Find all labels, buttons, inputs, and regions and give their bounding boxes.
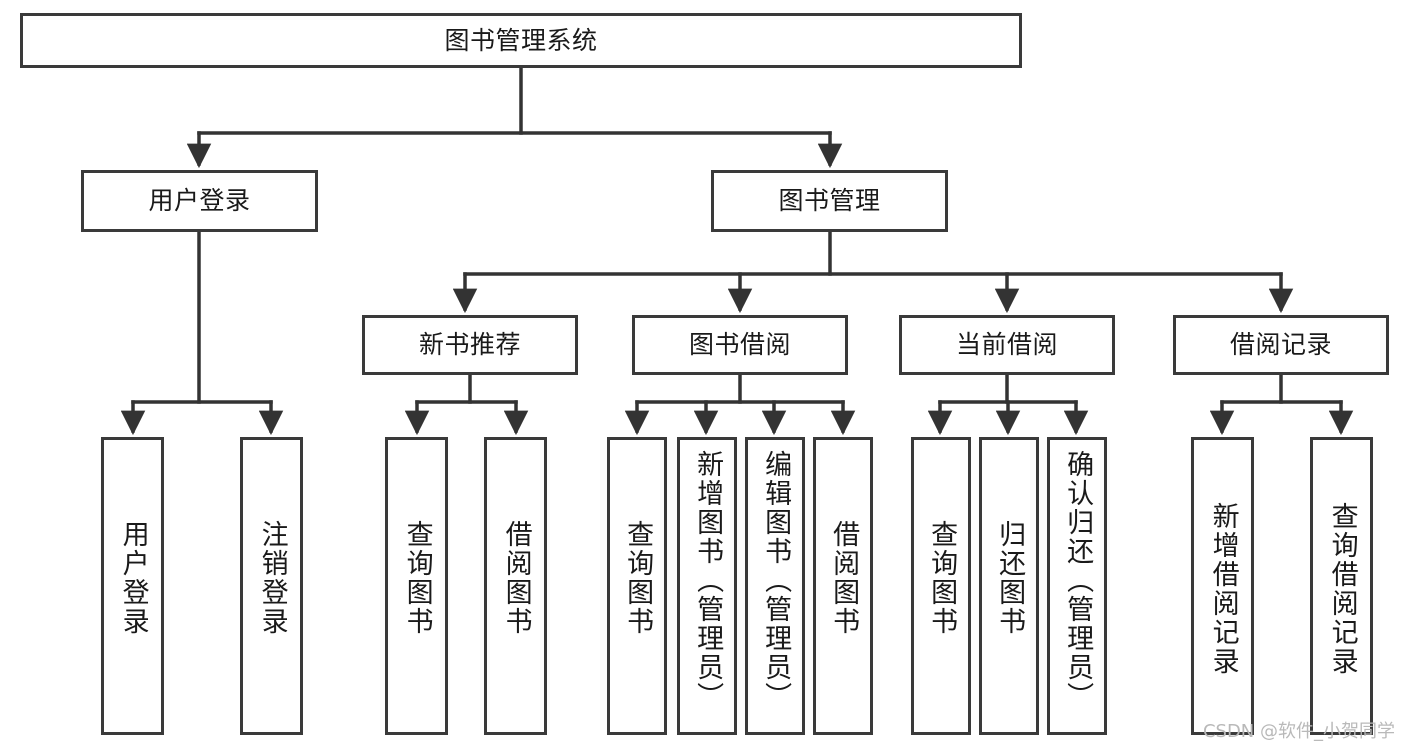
csdn-watermark: CSDN @软件_小贺同学 [1202, 721, 1395, 742]
node-leaf-borrow-book-recommend-label: 借阅图书 [500, 520, 532, 636]
node-leaf-confirm-return-admin[interactable]: 确认归还（管理员） [1047, 437, 1107, 735]
node-leaf-query-book-borrow[interactable]: 查询图书 [607, 437, 667, 735]
node-leaf-query-book-recommend-label: 查询图书 [401, 520, 433, 636]
node-leaf-user-login[interactable]: 用户登录 [101, 437, 164, 735]
node-leaf-query-book-current-label: 查询图书 [926, 520, 958, 636]
node-leaf-borrow-book-label: 借阅图书 [828, 520, 860, 636]
node-leaf-edit-book-admin-label: 编辑图书（管理员） [760, 450, 792, 711]
node-borrow-record-label: 借阅记录 [1229, 330, 1332, 360]
node-leaf-logout[interactable]: 注销登录 [240, 437, 303, 735]
node-new-book-recommend[interactable]: 新书推荐 [362, 315, 578, 375]
node-leaf-add-book-admin[interactable]: 新增图书（管理员） [677, 437, 737, 735]
node-leaf-logout-label: 注销登录 [256, 520, 288, 636]
node-leaf-confirm-return-admin-label: 确认归还（管理员） [1062, 450, 1094, 711]
node-borrow-record[interactable]: 借阅记录 [1173, 315, 1389, 375]
node-new-book-recommend-label: 新书推荐 [418, 330, 521, 360]
node-leaf-add-borrow-record-label: 新增借阅记录 [1207, 502, 1239, 676]
node-root-label: 图书管理系统 [444, 25, 598, 55]
node-leaf-borrow-book[interactable]: 借阅图书 [813, 437, 873, 735]
node-leaf-query-borrow-record[interactable]: 查询借阅记录 [1310, 437, 1373, 735]
node-leaf-borrow-book-recommend[interactable]: 借阅图书 [484, 437, 547, 735]
node-book-management[interactable]: 图书管理 [711, 170, 948, 232]
node-root[interactable]: 图书管理系统 [20, 13, 1022, 68]
node-leaf-query-borrow-record-label: 查询借阅记录 [1326, 502, 1358, 676]
node-leaf-edit-book-admin[interactable]: 编辑图书（管理员） [745, 437, 805, 735]
node-book-borrow-label: 图书借阅 [688, 330, 791, 360]
node-leaf-add-borrow-record[interactable]: 新增借阅记录 [1191, 437, 1254, 735]
node-book-borrow[interactable]: 图书借阅 [632, 315, 848, 375]
node-leaf-add-book-admin-label: 新增图书（管理员） [692, 450, 724, 711]
node-book-management-label: 图书管理 [778, 186, 881, 216]
node-leaf-query-book-recommend[interactable]: 查询图书 [385, 437, 448, 735]
node-current-borrow-label: 当前借阅 [955, 330, 1058, 360]
node-leaf-return-book[interactable]: 归还图书 [979, 437, 1039, 735]
node-user-login[interactable]: 用户登录 [81, 170, 318, 232]
node-user-login-label: 用户登录 [148, 186, 251, 216]
node-current-borrow[interactable]: 当前借阅 [899, 315, 1115, 375]
node-leaf-user-login-label: 用户登录 [117, 520, 149, 636]
node-leaf-return-book-label: 归还图书 [994, 520, 1026, 636]
node-leaf-query-book-current[interactable]: 查询图书 [911, 437, 971, 735]
node-leaf-query-book-borrow-label: 查询图书 [622, 520, 654, 636]
